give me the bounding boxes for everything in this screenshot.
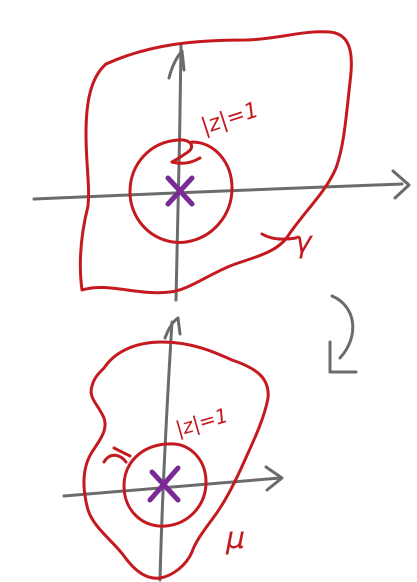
- bottom-x-axis-arrow-icon: [264, 465, 284, 492]
- top-unit-circle-pointer: [170, 156, 202, 165]
- top-origin-cross-icon: [165, 175, 195, 207]
- bottom-origin-cross-icon: [147, 465, 181, 503]
- top-region-boundary: [78, 30, 353, 295]
- top-region-label: γ: [294, 225, 314, 260]
- top-x-axis-arrow-icon: [391, 169, 411, 200]
- top-panel: |z|=1 γ: [32, 30, 411, 302]
- bottom-region-boundary: [82, 340, 270, 580]
- top-y-axis-arrow-icon: [167, 49, 186, 80]
- bottom-unit-circle-label: |z|=1: [173, 403, 231, 441]
- bottom-axes: [62, 316, 284, 582]
- top-unit-circle-label: |z|=1: [198, 98, 262, 140]
- bottom-panel: |z|=1 μ: [62, 316, 284, 582]
- bottom-inset-scribble: [102, 446, 132, 464]
- bottom-y-axis: [158, 320, 174, 582]
- top-x-axis: [32, 182, 404, 201]
- bottom-y-axis-arrow-icon: [163, 316, 182, 340]
- top-y-axis: [174, 43, 183, 302]
- bottom-unit-circle: [122, 442, 208, 528]
- top-axes: [32, 43, 411, 302]
- top-region-pointer: [260, 232, 298, 241]
- bottom-region-label: μ: [225, 521, 245, 556]
- mapping-arrow-icon: [328, 294, 358, 374]
- bottom-x-axis: [62, 476, 282, 498]
- top-unit-circle: [128, 138, 234, 244]
